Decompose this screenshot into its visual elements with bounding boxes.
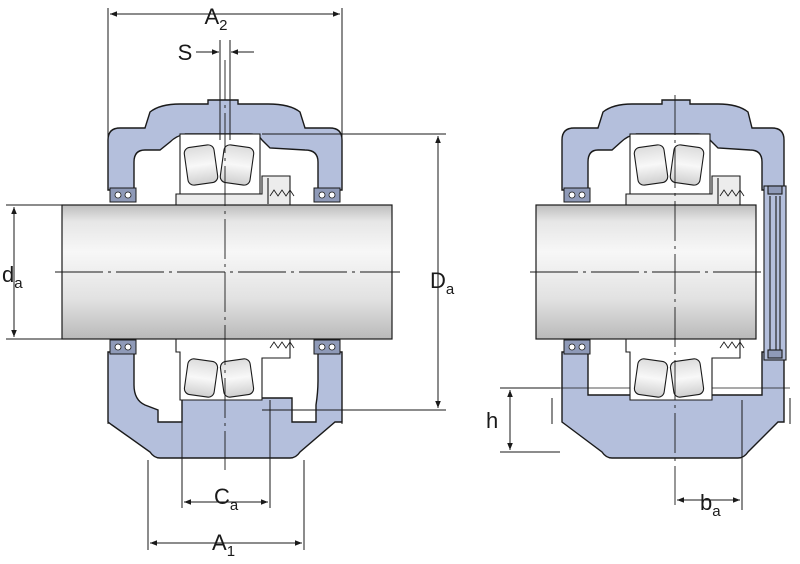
- end-cover-right: [763, 185, 787, 361]
- dimension-lines: [6, 8, 743, 550]
- label-h: h: [486, 408, 498, 433]
- label-ba: ba: [700, 490, 721, 520]
- left-view: [55, 60, 400, 470]
- label-s: S: [178, 40, 193, 65]
- bearing-upper-right: [625, 133, 745, 207]
- bearing-lower-right: [625, 337, 745, 401]
- label-da-shaft: da: [2, 262, 23, 292]
- bearing-lower-left: [175, 337, 295, 401]
- housing-base-right: [561, 351, 785, 459]
- housing-cap-right: [561, 99, 785, 191]
- label-a2: A2: [204, 4, 227, 34]
- right-view: [505, 95, 791, 505]
- label-ca: Ca: [214, 484, 239, 514]
- label-a1: A1: [212, 530, 235, 560]
- label-da-outer: Da: [430, 268, 455, 298]
- seal-left-top: [109, 187, 341, 355]
